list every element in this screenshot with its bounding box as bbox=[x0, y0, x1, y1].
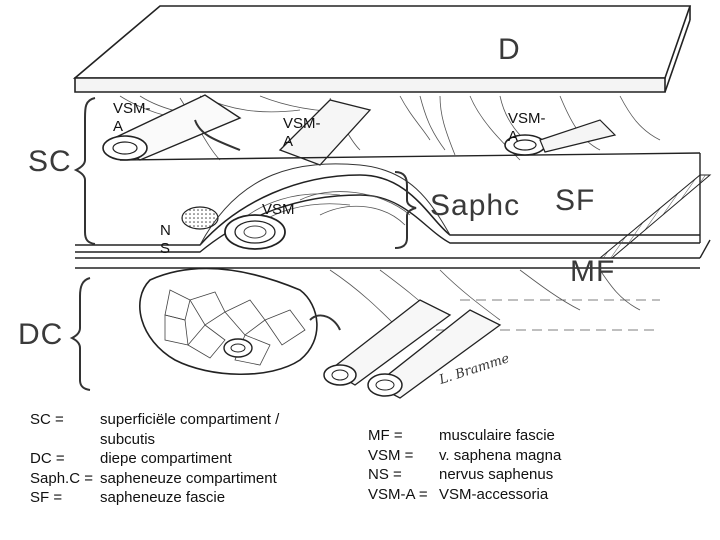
legend-value: v. saphena magna bbox=[439, 446, 562, 464]
skin-layer-d bbox=[72, 5, 692, 93]
label-vsm-a-middle: VSM-A bbox=[283, 115, 321, 150]
legend-value: superficiële compartiment / subcutis bbox=[100, 411, 280, 448]
legend-key: SF = bbox=[30, 489, 63, 506]
vsm-vessel bbox=[224, 214, 286, 250]
legend-row: MF = musculaire fascie bbox=[368, 426, 628, 446]
label-vsm-a-right: VSM-A bbox=[508, 110, 546, 145]
legend-value: VSM-accessoria bbox=[439, 485, 549, 503]
label-vsm-a-left: VSM-A bbox=[113, 100, 151, 135]
vsm-a-vessel-middle bbox=[278, 99, 372, 166]
legend-value: sapheneuze compartiment bbox=[100, 469, 277, 487]
legend-key: Saph.C = bbox=[30, 469, 93, 487]
legend-key: DC = bbox=[30, 450, 65, 467]
muscle-fascia bbox=[75, 174, 712, 269]
legend-key: NS = bbox=[368, 466, 402, 483]
label-ns: N S bbox=[160, 222, 171, 257]
vsm-a-vessel-left bbox=[102, 94, 242, 161]
bracket-sc bbox=[73, 97, 96, 245]
label-saphc: Saphc bbox=[430, 189, 521, 222]
legend-row: SF = sapheneuze fascie bbox=[30, 488, 330, 508]
bracket-saphc bbox=[394, 171, 417, 249]
legend-key: VSM = bbox=[368, 446, 414, 464]
label-d: D bbox=[498, 33, 521, 66]
bracket-dc bbox=[69, 277, 91, 391]
legend-left: SC = superficiële compartiment / subcutis… bbox=[30, 410, 330, 508]
label-dc: DC bbox=[18, 318, 64, 351]
legend-value: diepe compartiment bbox=[100, 450, 232, 467]
legend-value: musculaire fascie bbox=[439, 427, 555, 444]
illustration bbox=[69, 5, 712, 399]
label-vsm: VSM bbox=[262, 201, 295, 218]
legend-row: VSM-A = VSM-accessoria bbox=[368, 485, 628, 505]
legend-key: SC = bbox=[30, 411, 64, 428]
legend-row: SC = superficiële compartiment / subcutis bbox=[30, 410, 330, 449]
legend-key: MF = bbox=[368, 427, 403, 444]
legend-key: VSM-A = bbox=[368, 485, 428, 503]
legend-row: NS = nervus saphenus bbox=[368, 465, 628, 485]
muscle-block bbox=[139, 267, 341, 376]
legend-row: Saph.C = sapheneuze compartiment bbox=[30, 469, 330, 489]
deep-vessels bbox=[323, 299, 502, 399]
legend-value: nervus saphenus bbox=[439, 466, 554, 483]
label-sf: SF bbox=[555, 184, 596, 217]
legend-row: VSM = v. saphena magna bbox=[368, 446, 628, 466]
label-sc: SC bbox=[28, 145, 72, 178]
legend-value: sapheneuze fascie bbox=[100, 489, 226, 506]
connective-strands-upper bbox=[119, 95, 661, 161]
legend-row: DC = diepe compartiment bbox=[30, 449, 330, 469]
saphenous-nerve bbox=[181, 206, 219, 230]
saphenous-fascia bbox=[75, 152, 701, 253]
label-mf: MF bbox=[570, 255, 616, 288]
